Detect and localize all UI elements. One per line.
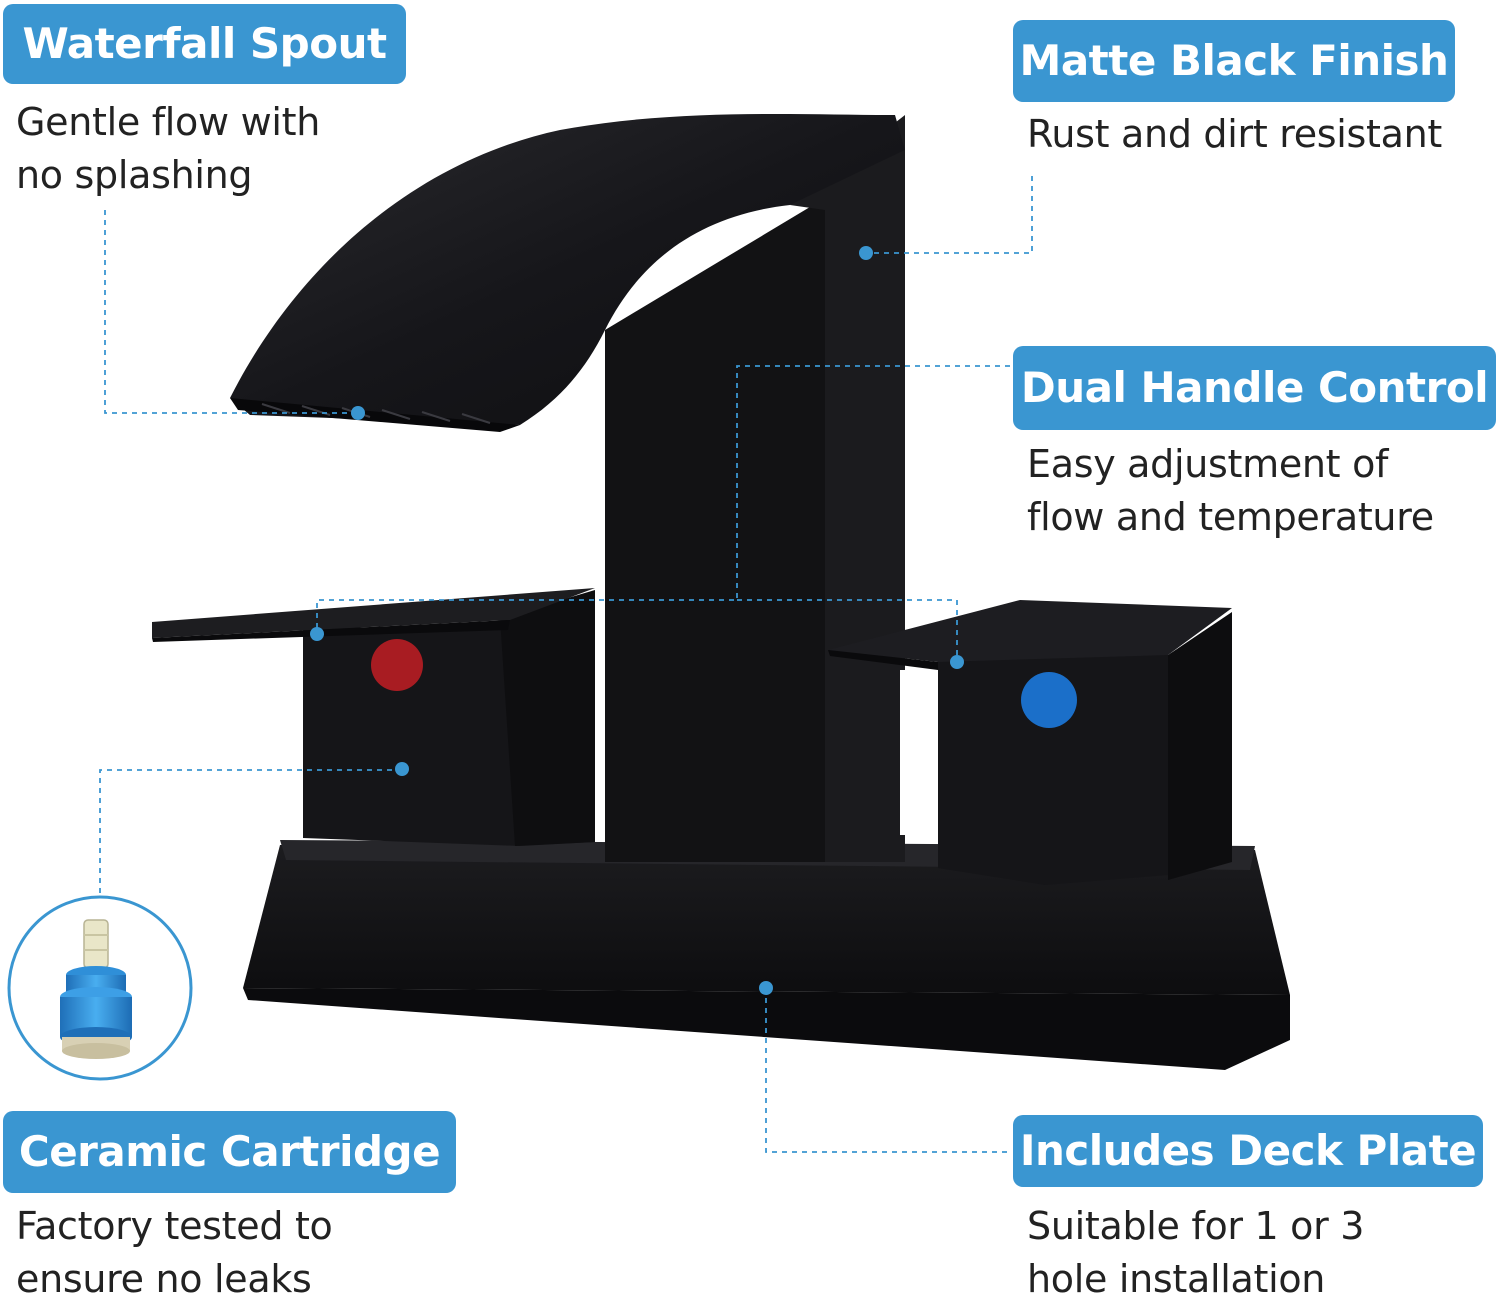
callout-lines xyxy=(99,176,1033,1153)
matte-black-finish-badge: Matte Black Finish xyxy=(1013,20,1455,102)
ceramic-cartridge-description: Factory tested to ensure no leaks xyxy=(16,1200,333,1306)
hot-indicator-icon xyxy=(371,639,423,691)
ceramic-cartridge-desc-line1: Factory tested to xyxy=(16,1204,333,1248)
matte-black-finish-description: Rust and dirt resistant xyxy=(1027,108,1442,161)
matte-black-finish-desc-line1: Rust and dirt resistant xyxy=(1027,112,1442,156)
dual-handle-control-badge: Dual Handle Control xyxy=(1013,346,1496,430)
ceramic-cartridge-badge: Ceramic Cartridge xyxy=(3,1111,456,1193)
hot-handle xyxy=(152,588,595,846)
cold-indicator-icon xyxy=(1021,672,1077,728)
ceramic-cartridge-icon xyxy=(7,895,193,1081)
includes-deck-plate-desc-line1: Suitable for 1 or 3 xyxy=(1027,1204,1365,1248)
dual-handle-control-description: Easy adjustment of flow and temperature xyxy=(1027,438,1434,544)
callout-dot-icon xyxy=(950,655,964,669)
callout-dot-icon xyxy=(395,762,409,776)
includes-deck-plate-description: Suitable for 1 or 3 hole installation xyxy=(1027,1200,1364,1306)
waterfall-spout-badge: Waterfall Spout xyxy=(3,4,406,84)
callout-dot-icon xyxy=(759,981,773,995)
includes-deck-plate-badge: Includes Deck Plate xyxy=(1013,1115,1483,1187)
cold-handle xyxy=(828,600,1232,885)
waterfall-spout-desc-line1: Gentle flow with xyxy=(16,100,320,144)
callout-dot-icon xyxy=(351,406,365,420)
dual-handle-control-desc-line2: flow and temperature xyxy=(1027,495,1434,539)
waterfall-spout xyxy=(230,113,905,432)
callout-dot-icon xyxy=(859,246,873,260)
waterfall-spout-description: Gentle flow with no splashing xyxy=(16,96,320,202)
includes-deck-plate-desc-line2: hole installation xyxy=(1027,1257,1326,1301)
dual-handle-control-desc-line1: Easy adjustment of xyxy=(1027,442,1389,486)
faucet-body xyxy=(605,115,905,862)
waterfall-spout-desc-line2: no splashing xyxy=(16,153,253,197)
ceramic-cartridge-desc-line2: ensure no leaks xyxy=(16,1257,312,1301)
callout-dot-icon xyxy=(310,627,324,641)
